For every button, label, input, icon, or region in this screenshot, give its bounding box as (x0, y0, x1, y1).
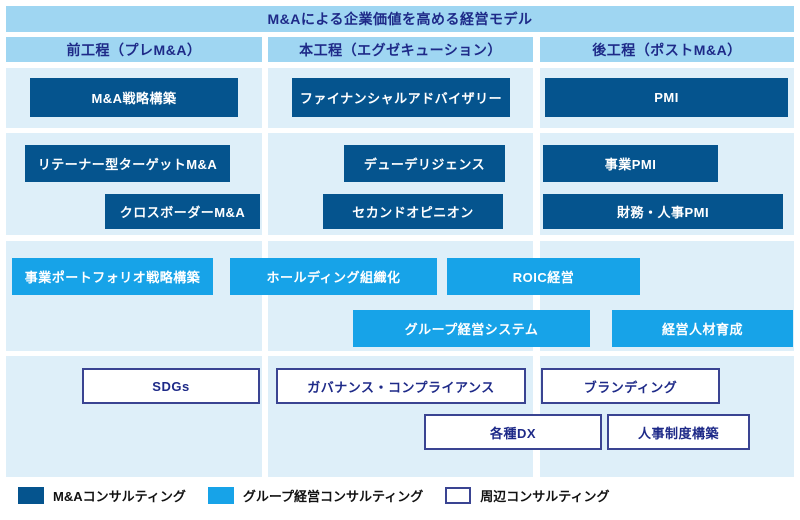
diagram-box: リテーナー型ターゲットM&A (25, 145, 230, 182)
diagram-box: ファイナンシャルアドバイザリー (292, 78, 510, 117)
legend-item-0: M&Aコンサルティング (18, 486, 186, 505)
diagram-box: 事業ポートフォリオ戦略構築 (12, 258, 213, 295)
diagram-box: デューデリジェンス (344, 145, 505, 182)
column-header-0: 前工程（プレM&A） (6, 37, 262, 62)
diagram-box: ROIC経営 (447, 258, 640, 295)
legend-swatch-outline (445, 486, 472, 504)
legend-item-2: 周辺コンサルティング (445, 486, 610, 505)
legend-label: M&Aコンサルティング (53, 488, 186, 504)
diagram-box: 人事制度構築 (607, 414, 750, 450)
diagram-box: 財務・人事PMI (543, 194, 783, 229)
diagram-box: 経営人材育成 (612, 310, 793, 347)
diagram-box: クロスボーダーM&A (105, 194, 260, 229)
diagram-box: ホールディング組織化 (230, 258, 437, 295)
column-header-1: 本工程（エグゼキューション） (268, 37, 533, 62)
diagram-box: M&A戦略構築 (30, 78, 238, 117)
legend-label: 周辺コンサルティング (480, 488, 610, 504)
diagram-box: 各種DX (424, 414, 602, 450)
diagram-box: ガバナンス・コンプライアンス (276, 368, 526, 404)
diagram-box: PMI (545, 78, 788, 117)
legend-swatch-dark (18, 486, 44, 504)
diagram-box: ブランディング (541, 368, 720, 404)
diagram-box: セカンドオピニオン (323, 194, 503, 229)
column-header-2: 後工程（ポストM&A） (540, 37, 794, 62)
diagram-box: グループ経営システム (353, 310, 590, 347)
legend-label: グループ経営コンサルティング (242, 488, 424, 504)
legend-swatch-bright (207, 486, 234, 504)
legend-item-1: グループ経営コンサルティング (207, 486, 424, 505)
diagram-box: SDGs (82, 368, 260, 404)
legend: M&Aコンサルティング グループ経営コンサルティング 周辺コンサルティング (18, 482, 610, 508)
diagram-box: 事業PMI (543, 145, 718, 182)
diagram-title: M&Aによる企業価値を高める経営モデル (6, 6, 794, 32)
